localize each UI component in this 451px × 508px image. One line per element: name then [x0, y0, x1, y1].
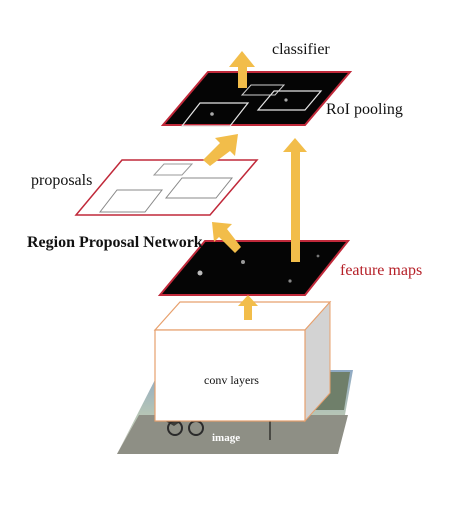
feature-maps-layer	[157, 240, 351, 296]
feature-maps-label: feature maps	[340, 262, 423, 279]
arrow-feature-to-roi	[283, 138, 307, 262]
roi-pooling-layer	[160, 71, 353, 127]
arrow-conv-to-feature	[238, 295, 258, 320]
classifier-label: classifier	[272, 41, 330, 58]
image-label: image	[212, 432, 241, 444]
arrow-feature-to-proposals	[212, 222, 241, 253]
rpn-label: Region Proposal Network	[27, 234, 203, 251]
proposals-layer	[74, 159, 259, 216]
arrow-proposals-to-roi	[203, 134, 238, 166]
conv-layers-block	[153, 300, 332, 423]
conv-layers-label: conv layers	[204, 373, 259, 387]
arrows	[203, 51, 307, 320]
arrow-roi-to-classifier	[229, 51, 255, 88]
roi-pooling-label: RoI pooling	[326, 101, 403, 118]
proposals-label: proposals	[31, 172, 93, 189]
